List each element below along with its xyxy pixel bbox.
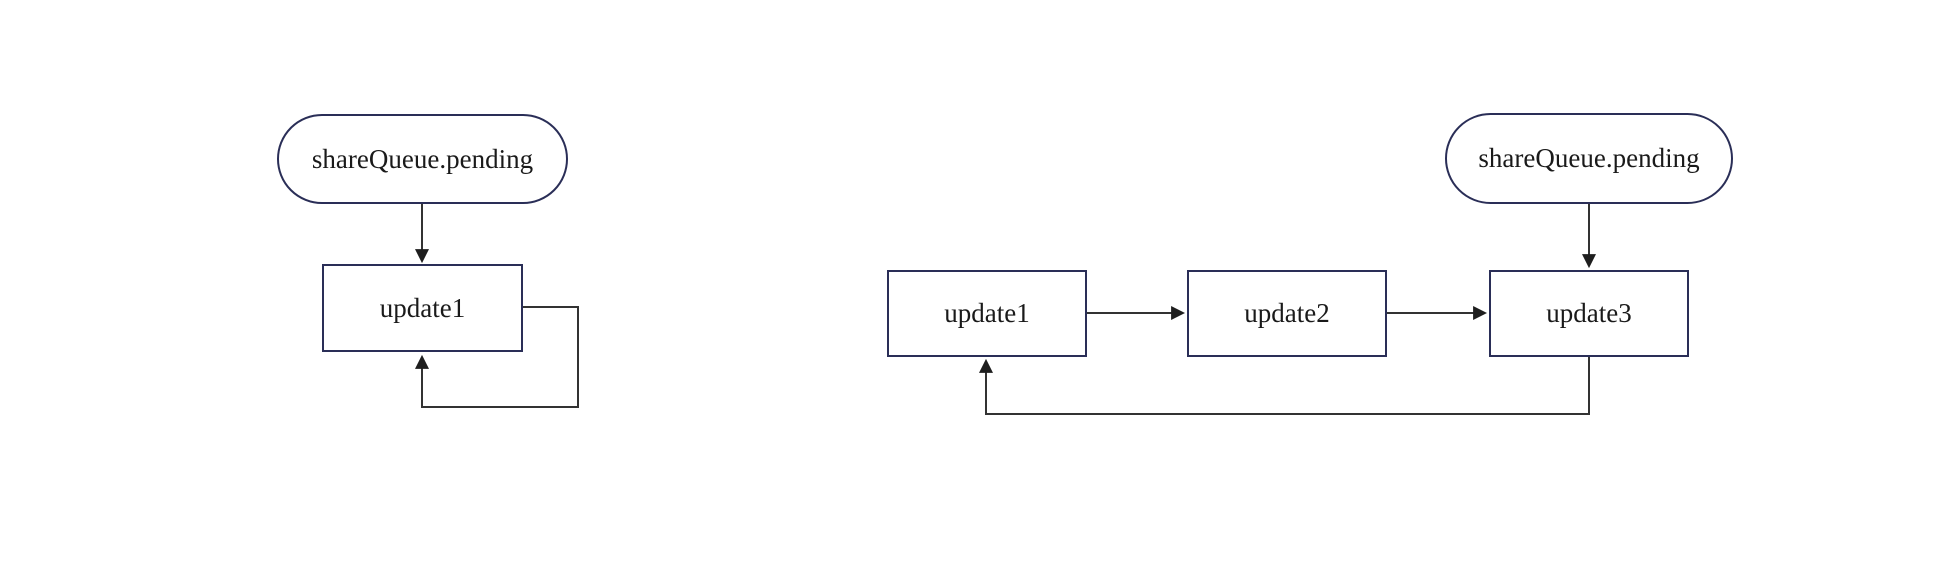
node-label: update1 xyxy=(379,292,466,323)
node-right-update2: update2 xyxy=(1187,270,1387,357)
node-label: update2 xyxy=(1244,298,1330,328)
edge-right-update3-loop-to-update1 xyxy=(979,357,1590,415)
node-left-sharequeue-pending: shareQueue.pending xyxy=(277,114,568,204)
node-right-sharequeue-pending: shareQueue.pending xyxy=(1445,113,1733,204)
node-label: shareQueue.pending xyxy=(311,143,534,174)
node-label: shareQueue.pending xyxy=(1478,143,1700,173)
node-right-update1: update1 xyxy=(887,270,1087,357)
node-label: update3 xyxy=(1546,298,1632,328)
node-right-update3: update3 xyxy=(1489,270,1689,357)
node-label: update1 xyxy=(944,298,1030,328)
node-left-update1: update1 xyxy=(322,264,523,352)
edge-left-update1-self-loop xyxy=(415,306,579,408)
